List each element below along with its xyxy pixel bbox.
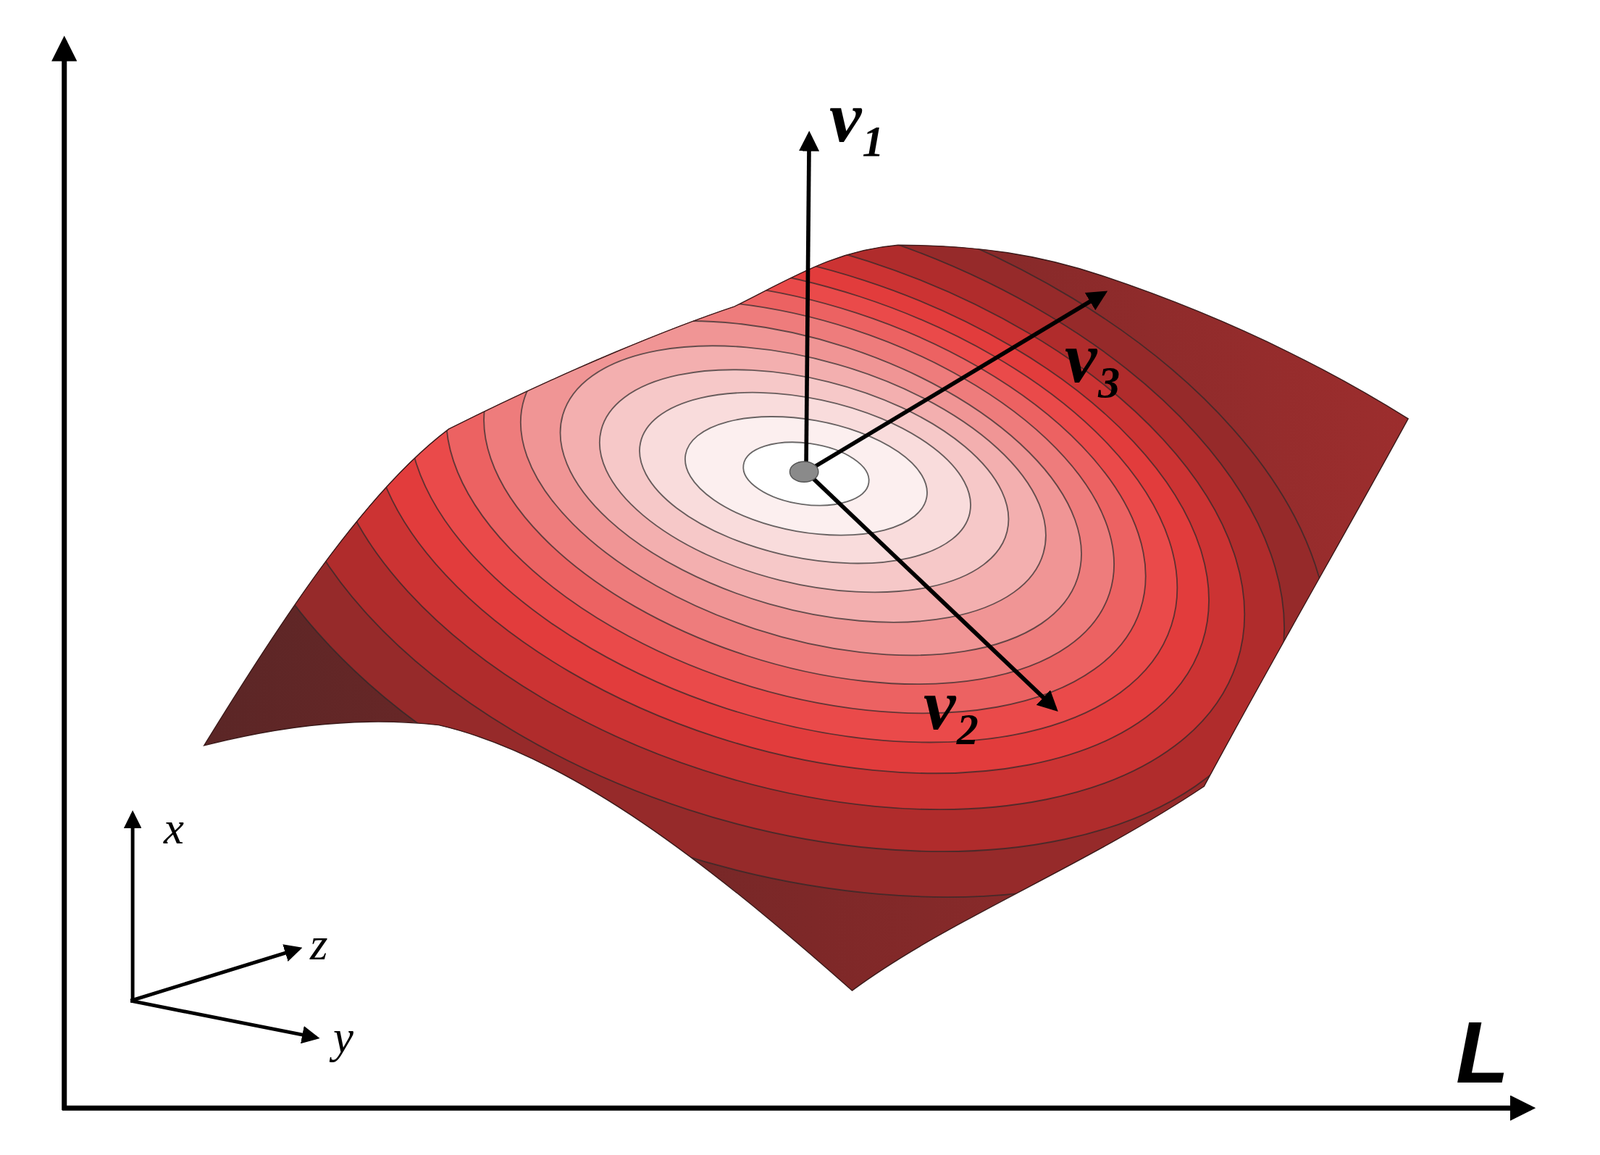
eigenvector-label: v₃	[1064, 321, 1122, 395]
loss-axis-label: L	[1455, 1008, 1509, 1096]
axis-label: x	[163, 805, 184, 852]
eigenvector-label: v₂	[923, 668, 981, 741]
eigenvector-label: v₁	[829, 81, 887, 154]
axis-label: y	[333, 1014, 354, 1060]
axis-label: z	[310, 921, 329, 967]
